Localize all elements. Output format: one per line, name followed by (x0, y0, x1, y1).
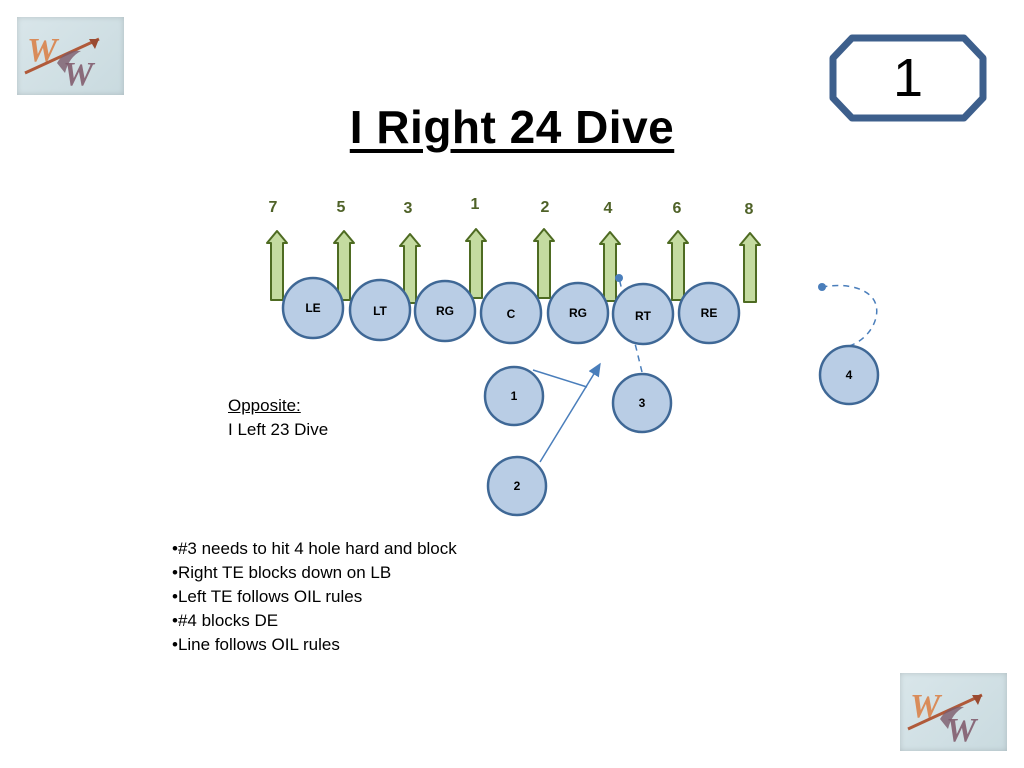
player-label: RE (701, 306, 718, 320)
route-endpoint (615, 274, 623, 282)
back-label: 2 (514, 479, 521, 493)
note-item: •#3 needs to hit 4 hole hard and block (172, 539, 457, 558)
hole-arrow-icon (333, 230, 355, 301)
player-label: RT (635, 309, 652, 323)
back-label: 1 (511, 389, 518, 403)
hole-arrow-icon (533, 228, 555, 299)
back-1: 1 (483, 365, 545, 427)
play-notes: •#3 needs to hit 4 hole hard and block •… (172, 537, 462, 657)
ww-arrowhead-logo-icon: W W (24, 32, 100, 93)
player-rt: RT (611, 282, 675, 346)
player-le: LE (281, 276, 345, 340)
hole-arrow-icon (399, 233, 421, 304)
opposite-label: Opposite: (228, 396, 301, 415)
player-rg: RG (546, 281, 610, 345)
back-4: 4 (818, 344, 880, 406)
player-label: LE (305, 301, 320, 315)
back-3: 3 (611, 372, 673, 434)
back-label: 3 (639, 396, 646, 410)
svg-text:W: W (910, 688, 943, 725)
player-c: C (479, 281, 543, 345)
player-label: RG (569, 306, 587, 320)
hole-number: 8 (745, 201, 754, 218)
route-back-1 (532, 369, 588, 388)
player-lg: RG (413, 279, 477, 343)
slide-number: 1 (893, 48, 923, 108)
note-item: •Left TE follows OIL rules (172, 587, 363, 606)
hole-number: 3 (404, 200, 413, 217)
hole-arrow-icon (599, 231, 621, 302)
hole-number: 5 (337, 199, 346, 216)
hole-arrow-icon (465, 228, 487, 299)
hole-number: 6 (673, 200, 682, 217)
note-item: •Right TE blocks down on LB (172, 563, 392, 582)
player-label: LT (373, 304, 387, 318)
svg-text:W: W (27, 32, 60, 69)
hole-arrow-icon (266, 230, 288, 301)
page-title: I Right 24 Dive (349, 101, 675, 153)
hole-number: 4 (604, 200, 613, 217)
note-item: •#4 blocks DE (172, 611, 279, 630)
route-back-2 (539, 362, 601, 463)
slide-number-badge: 1 (829, 34, 987, 122)
hole-arrow-icon (667, 230, 689, 301)
hole-arrow-icon (739, 232, 761, 303)
player-label: C (507, 307, 516, 321)
back-2: 2 (486, 455, 548, 517)
hole-number: 1 (471, 196, 480, 213)
route-endpoint (818, 283, 826, 291)
opposite-play-name: I Left 23 Dive (228, 420, 329, 439)
player-lt: LT (348, 278, 412, 342)
school-logo: W W (17, 17, 124, 95)
hole-number: 7 (269, 199, 278, 216)
note-item: •Line follows OIL rules (172, 635, 340, 654)
school-logo: W W (900, 673, 1007, 751)
opposite-play: Opposite: I Left 23 Dive (228, 394, 328, 442)
back-label: 4 (846, 368, 853, 382)
ww-arrowhead-logo-icon: W W (907, 688, 983, 749)
player-re: RE (677, 281, 741, 345)
player-label: RG (436, 304, 454, 318)
hole-number: 2 (541, 199, 550, 216)
route-back-4 (821, 284, 878, 347)
